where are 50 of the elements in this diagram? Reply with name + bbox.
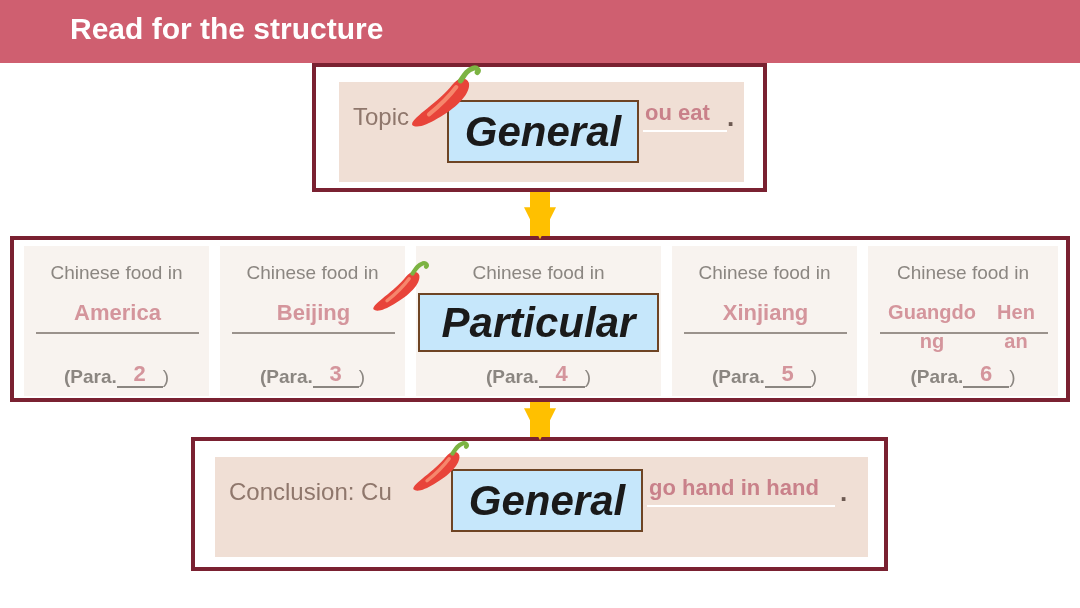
text-panel xyxy=(339,82,744,182)
column-heading: Chinese food in xyxy=(471,262,606,284)
para-label: (Para. xyxy=(63,366,117,388)
para-label: (Para. xyxy=(711,366,765,388)
label-text: General xyxy=(464,107,622,156)
bracket-text: ) xyxy=(584,366,592,388)
sentence-text: Conclusion: Cu xyxy=(229,478,392,506)
arrow xyxy=(524,192,556,240)
column-heading: Chinese food in xyxy=(697,262,832,284)
label-text: Particular xyxy=(441,298,636,347)
frame-box xyxy=(10,236,1070,402)
frame-box xyxy=(312,63,767,192)
answer-text: Xinjiang xyxy=(722,299,809,327)
para-label: (Para. xyxy=(259,366,313,388)
heading-label xyxy=(447,100,639,163)
column-heading: Chinese food in xyxy=(245,262,380,284)
answer-text: America xyxy=(74,299,161,327)
title-text: Read for the structure xyxy=(70,12,384,46)
label-text: General xyxy=(468,476,626,525)
sentence-text: Topic xyxy=(353,103,410,131)
answer-text: Beijing xyxy=(276,299,351,327)
column-heading: Chinese food in xyxy=(49,262,184,284)
filled-blank: go hand in hand xyxy=(647,475,835,507)
para-number: 6 xyxy=(963,362,1010,388)
text-panel xyxy=(215,457,868,557)
answer-text: Guangdong xyxy=(888,300,976,354)
table-column xyxy=(416,246,661,396)
para-number: 4 xyxy=(538,362,585,388)
table-column xyxy=(24,246,209,396)
bracket-text: ) xyxy=(358,366,366,388)
heading-label xyxy=(451,469,643,532)
table-column xyxy=(868,246,1058,396)
period-text: . xyxy=(727,102,735,133)
answer-text: Henan xyxy=(996,300,1036,354)
para-label: (Para. xyxy=(910,366,964,388)
arrow xyxy=(524,402,556,441)
bracket-text: ) xyxy=(162,366,170,388)
frame-box xyxy=(191,437,888,571)
period-text: . xyxy=(840,477,848,508)
table-column xyxy=(672,246,857,396)
para-number: 2 xyxy=(116,362,163,388)
column-heading: Chinese food in xyxy=(895,262,1030,284)
filled-blank: ou eat xyxy=(643,100,727,132)
heading-label xyxy=(418,293,659,352)
bracket-text: ) xyxy=(1009,366,1016,388)
para-number: 3 xyxy=(312,362,359,388)
para-label: (Para. xyxy=(485,366,539,388)
bracket-text: ) xyxy=(810,366,818,388)
para-number: 5 xyxy=(764,362,811,388)
table-column xyxy=(220,246,405,396)
